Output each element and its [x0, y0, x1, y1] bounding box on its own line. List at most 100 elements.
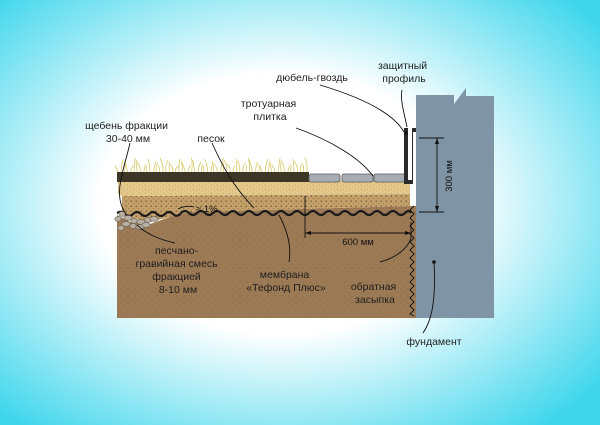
leader-profile	[401, 89, 408, 128]
grass-blade	[181, 162, 186, 173]
dimension-300-label: 300 мм	[444, 160, 455, 192]
grass-blade	[197, 161, 202, 173]
leader-backfill	[379, 237, 412, 263]
grass-blade	[137, 161, 141, 173]
crushed-stone	[129, 223, 137, 229]
grass-blade	[143, 163, 146, 173]
grass-blade	[145, 165, 148, 173]
crushed-stone-drainage	[114, 211, 159, 231]
label-protective-profile: защитный профиль	[378, 60, 430, 85]
lawn-grass	[114, 157, 308, 173]
grass-blade	[152, 160, 157, 173]
label-membrane: мембрана «Тефонд Плюс»	[246, 269, 326, 294]
grass-blade	[170, 163, 174, 173]
grass-blade	[147, 158, 151, 173]
grass-blade	[155, 162, 158, 173]
grass-blade	[277, 157, 281, 173]
label-foundation: фундамент	[406, 336, 461, 348]
paving-tile	[341, 173, 374, 183]
crushed-stone	[149, 216, 159, 222]
grass-blade	[120, 158, 124, 173]
grass-blade	[125, 162, 128, 173]
membrane-line	[116, 209, 412, 218]
grass-blade	[135, 159, 138, 173]
grass-blade	[225, 161, 228, 173]
grass-blade	[247, 157, 250, 173]
crushed-stone	[114, 216, 122, 222]
grass-blade	[293, 160, 298, 173]
grass-blade	[226, 163, 231, 173]
leader-membrane	[278, 214, 291, 263]
label-sand: песок	[197, 133, 225, 145]
leader-mix	[136, 224, 176, 244]
crushed-stone	[121, 221, 131, 227]
grass-blade	[165, 159, 169, 173]
grass-blade	[203, 165, 205, 173]
leader-tile	[295, 127, 374, 177]
grass-blade	[270, 162, 272, 173]
grass-blade	[191, 157, 193, 173]
grass-blade	[287, 163, 291, 173]
dimension-300: 300 мм	[419, 137, 455, 213]
grass-blade	[130, 164, 135, 173]
crushed-stone	[141, 222, 151, 228]
grass-blade	[192, 159, 196, 173]
grass-blade	[245, 164, 248, 173]
grass-blade	[290, 165, 293, 173]
dimension-600-label: 600 мм	[342, 237, 374, 248]
paving-tile	[373, 173, 406, 183]
grass-blade	[124, 160, 126, 173]
grass-blade	[213, 162, 215, 173]
dimension-600: 600 мм	[304, 196, 412, 248]
leader-crushed-stone	[119, 142, 131, 215]
grass-blade	[280, 159, 282, 173]
paving-tile	[308, 173, 341, 183]
grass-blade	[175, 165, 179, 173]
grass-blade	[255, 161, 258, 173]
label-backfill: обратная засыпка	[351, 281, 399, 306]
label-dowel-nail: дюбель-гвоздь	[276, 72, 348, 84]
grass-blade	[258, 163, 260, 173]
foundation-wall	[416, 88, 494, 318]
dowel-nail-head	[404, 131, 408, 135]
grass-blade	[271, 164, 276, 173]
sand-texture	[118, 180, 410, 196]
leader-dowel	[319, 84, 405, 133]
grass-blade	[299, 162, 303, 173]
grass-blade	[268, 160, 270, 173]
foundation-marker	[432, 260, 436, 264]
mix-texture	[122, 194, 410, 222]
grass-blade	[158, 164, 160, 173]
topsoil-strip	[117, 172, 309, 182]
grass-blade	[214, 164, 218, 173]
grass-blade	[232, 165, 236, 173]
grass-blade	[178, 158, 181, 173]
grass-blade	[259, 165, 263, 173]
grass-blade	[200, 163, 203, 173]
grass-blade	[242, 162, 247, 173]
grass-blade	[114, 165, 119, 173]
grass-blade	[220, 157, 224, 173]
grass-blade	[159, 157, 164, 173]
grass-blade	[210, 160, 214, 173]
crushed-stone	[130, 218, 138, 224]
label-crushed-stone: щебень фракции 30-40 мм	[85, 120, 171, 145]
grass-blade	[180, 160, 183, 173]
crushed-stone	[118, 211, 126, 217]
leader-sand	[211, 142, 255, 209]
grass-blade	[304, 157, 308, 173]
grass-blade	[133, 157, 136, 173]
paving-tiles	[308, 173, 406, 183]
grass-blade	[264, 158, 269, 173]
grass-blade	[282, 161, 285, 173]
label-sand-gravel-mix: песчано- гравийная смесь фракцией 8-10 м…	[135, 245, 220, 296]
grass-blade	[249, 159, 253, 173]
grass-blade	[237, 160, 241, 173]
crushed-stone	[123, 215, 133, 221]
protective-profile	[404, 128, 416, 184]
leader-foundation	[422, 261, 435, 334]
grass-blade	[292, 158, 295, 173]
slope-label: ≈ 1%	[196, 204, 218, 215]
label-paving-tile: тротуарная плитка	[241, 98, 299, 123]
